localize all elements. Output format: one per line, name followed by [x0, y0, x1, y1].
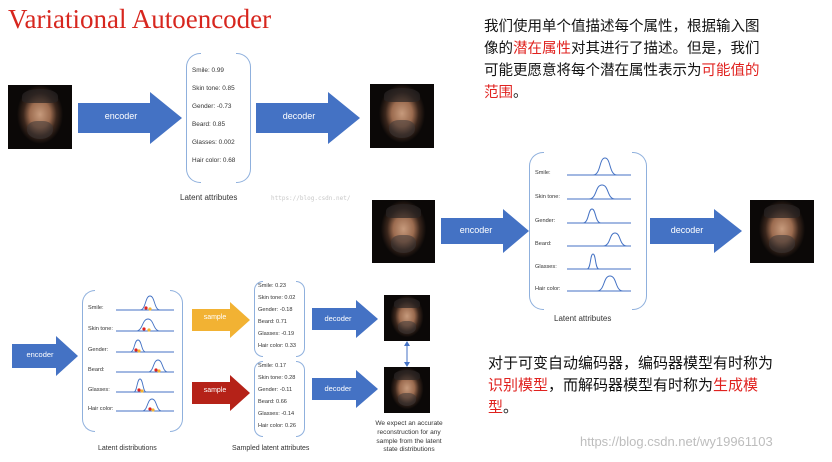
sampled-latent-attributes-caption: Sampled latent attributes	[232, 445, 310, 452]
dist-label-hair-color: Hair color:	[535, 286, 561, 292]
sample-arrow-yellow	[192, 302, 250, 338]
latent-attr-hair-color: Hair color: 0.68	[192, 157, 236, 164]
decoder-arrow	[256, 92, 360, 144]
bottom-dist-label-glasses: Glasses:	[88, 387, 110, 393]
input-face-image	[8, 85, 72, 149]
para1-text-2: 对其进行了描述。但是，我们可能更愿意将每个潜在属性表示为	[484, 41, 760, 79]
latent-bracket-right	[236, 53, 251, 183]
bottom-distribution-panel: Smile: Skin tone: Gender: Beard: Glasses…	[86, 292, 182, 428]
sample-label-red: sample	[203, 387, 227, 394]
latent-attr-gender: Gender: -0.73	[192, 103, 232, 110]
sampled2-bracket-right	[296, 361, 305, 437]
bottom-dist-label-beard: Beard:	[88, 367, 105, 373]
para2-text-2: ，而解码器模型有时称为	[548, 376, 714, 394]
reconstructed-face-image	[370, 84, 434, 148]
dist-label-skin-tone: Skin tone:	[535, 194, 560, 200]
para1-text-3: 。	[513, 85, 528, 101]
bottom-dist-label-skin-tone: Skin tone:	[88, 326, 113, 332]
sample1-beard: Beard: 0.71	[258, 319, 287, 325]
middle-input-face-image	[372, 200, 435, 263]
bottom-output-face-1	[384, 295, 430, 341]
dist-label-smile: Smile:	[535, 170, 551, 176]
middle-decoder-label: decoder	[670, 225, 704, 235]
decoder-label: decoder	[282, 111, 316, 121]
encoder-arrow	[78, 92, 182, 144]
middle-latent-attributes-caption: Latent attributes	[554, 314, 612, 323]
latent-attributes-caption: Latent attributes	[180, 193, 238, 202]
bottom-dist-label-gender: Gender:	[88, 347, 109, 353]
bottom-dist-label-smile: Smile:	[88, 305, 104, 311]
reconstruction-note: We expect an accurate reconstruction for…	[362, 420, 456, 455]
bottom-decoder-arrow-2	[312, 370, 378, 408]
bottom-encoder-arrow	[12, 336, 78, 376]
bottom-output-face-2	[384, 367, 430, 413]
comparison-arrow	[404, 341, 410, 367]
latent-distribution-panel: Smile: Skin tone: Gender: Beard: Glasses…	[533, 154, 645, 304]
sample-arrow-red	[192, 375, 250, 411]
middle-decoder-arrow	[650, 209, 742, 253]
middle-encoder-arrow	[441, 209, 529, 253]
latent-distributions-caption: Latent distributions	[98, 445, 157, 452]
middle-output-face-image	[750, 200, 814, 263]
sample1-hair-color: Hair color: 0.33	[258, 343, 296, 349]
sample2-skin-tone: Skin tone: 0.28	[258, 375, 296, 381]
latent-attr-skin-tone: Skin tone: 0.85	[192, 85, 235, 92]
para1-text-1: 我们使用单个值描述每个属性，根据输入图像的	[484, 19, 760, 57]
para1-highlight-latent-attributes: 潜在属性	[513, 41, 571, 57]
latent-attr-glasses: Glasses: 0.002	[192, 139, 235, 146]
middle-encoder-label: encoder	[459, 225, 493, 235]
bottom-encoder-label: encoder	[26, 350, 54, 359]
encoder-label: encoder	[104, 111, 138, 121]
distribution-curves	[567, 157, 631, 292]
latent-attr-beard: Beard: 0.85	[192, 121, 226, 128]
para2-highlight-recognition-model: 识别模型	[488, 376, 549, 394]
latent-attr-smile: Smile: 0.99	[192, 67, 224, 74]
note-line-4: state distributions	[383, 446, 435, 454]
sample1-skin-tone: Skin tone: 0.02	[258, 295, 296, 301]
sample2-glasses: Glasses: -0.14	[258, 411, 295, 417]
note-line-3: sample from the latent	[376, 437, 442, 445]
sample1-smile: Smile: 0.23	[258, 283, 286, 289]
page-title: Variational Autoencoder	[8, 4, 272, 34]
bottom-decoder-arrow-1	[312, 300, 378, 338]
para2-text-3: 。	[503, 398, 519, 416]
bottom-decoder-label-1: decoder	[324, 314, 352, 323]
sampled1-bracket-right	[296, 281, 305, 357]
sample2-smile: Smile: 0.17	[258, 363, 286, 369]
sample2-hair-color: Hair color: 0.26	[258, 423, 296, 429]
description-paragraph-latent: 我们使用单个值描述每个属性，根据输入图像的潜在属性对其进行了描述。但是，我们可能…	[484, 16, 769, 104]
description-paragraph-models: 对于可变自动编码器，编码器模型有时称为识别模型，而解码器模型有时称为生成模型。	[488, 352, 788, 418]
dist-label-glasses: Glasses:	[535, 264, 557, 270]
bottom-dist-label-hair-color: Hair color:	[88, 406, 114, 412]
sample1-gender: Gender: -0.18	[258, 307, 293, 313]
note-line-1: We expect an accurate	[375, 420, 443, 427]
sample1-glasses: Glasses: -0.19	[258, 331, 295, 337]
dist-label-beard: Beard:	[535, 241, 552, 247]
para2-highlight-generative-model: 生成模型	[488, 376, 759, 416]
sample2-gender: Gender: -0.11	[258, 387, 293, 393]
bottom-decoder-label-2: decoder	[324, 384, 352, 393]
bottom-distribution-curves	[116, 295, 174, 412]
sample-label-yellow: sample	[203, 314, 227, 321]
note-line-2: reconstruction for any	[377, 428, 441, 436]
para1-highlight-value-range: 可能值的范围	[484, 63, 760, 101]
watermark: https://blog.csdn.net/wy19961103	[580, 434, 773, 449]
dist-label-gender: Gender:	[535, 218, 556, 224]
watermark-small: https://blog.csdn.net/	[271, 195, 351, 202]
sample2-beard: Beard: 0.66	[258, 399, 287, 405]
para2-text-1: 对于可变自动编码器，编码器模型有时称为	[488, 354, 774, 372]
